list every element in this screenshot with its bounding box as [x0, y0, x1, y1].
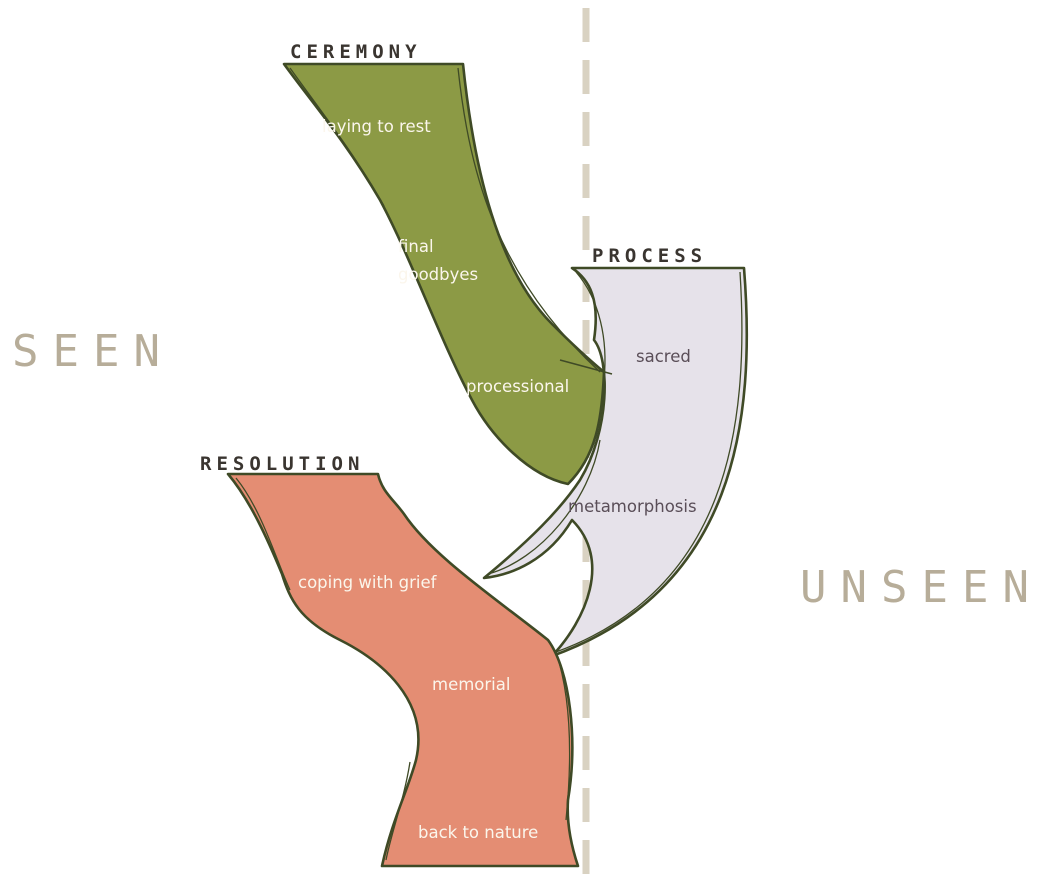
ceremony-item-processional: processional — [466, 377, 569, 396]
process-item-sacred: sacred — [636, 347, 691, 366]
process-item-metamorphosis: metamorphosis — [568, 497, 697, 516]
resolution-item-coping-with-grief: coping with grief — [298, 573, 438, 592]
resolution-title: RESOLUTION — [200, 453, 364, 475]
ceremony-item-goodbyes: goodbyes — [398, 265, 478, 284]
ceremony-title: CEREMONY — [290, 41, 422, 63]
ceremony-item-laying-to-rest: laying to rest — [322, 117, 431, 136]
resolution-shape — [228, 474, 578, 866]
resolution-item-memorial: memorial — [432, 675, 510, 694]
ceremony-item-final: final — [398, 237, 434, 256]
resolution-item-back-to-nature: back to nature — [418, 823, 538, 842]
process-title: PROCESS — [592, 245, 707, 267]
resolution-band — [228, 474, 578, 866]
